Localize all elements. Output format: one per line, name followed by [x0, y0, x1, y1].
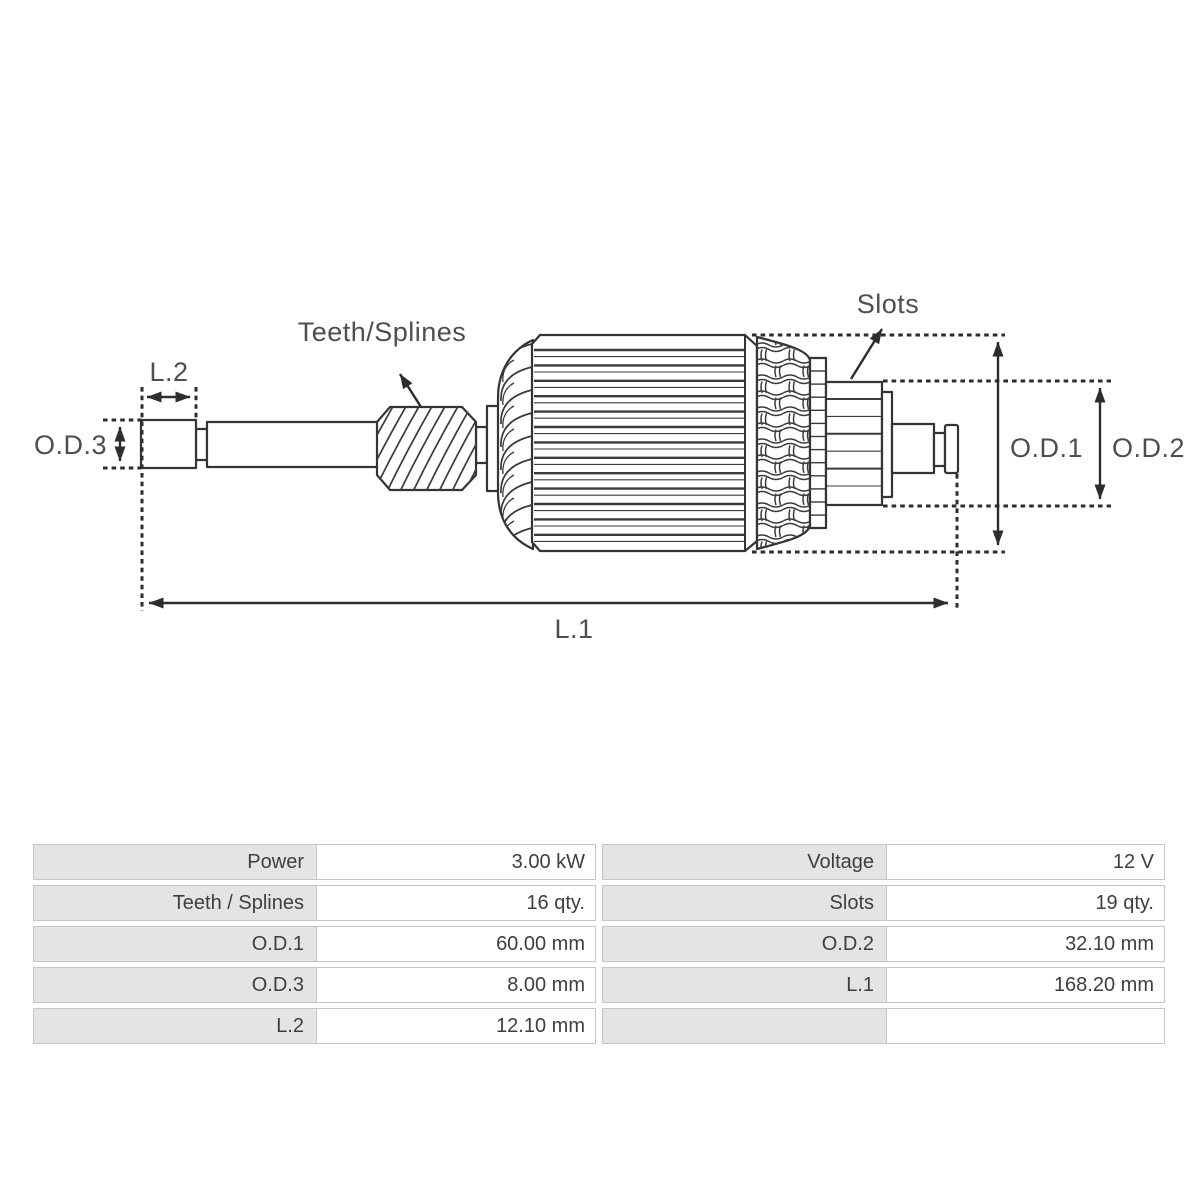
shaft-end-cap	[943, 423, 960, 475]
spec-value-od2: 32.10 mm	[886, 926, 1165, 962]
spec-value-slots: 19 qty.	[886, 885, 1165, 921]
spec-label-voltage: Voltage	[602, 844, 886, 880]
spec-label-od1: O.D.1	[33, 926, 316, 962]
spec-value-l2: 12.10 mm	[316, 1008, 596, 1044]
spec-label-od2: O.D.2	[602, 926, 886, 962]
spec-label-l2: L.2	[33, 1008, 316, 1044]
winding-texture-right	[757, 337, 810, 549]
shaft-step-right	[932, 431, 947, 468]
armature-structure	[139, 333, 960, 553]
spec-label-slots: Slots	[602, 885, 886, 921]
label-slots: Slots	[857, 289, 920, 319]
armature-technical-drawing: Teeth/Splines Slots L.2 O.D.3 O.D.1 O.D.…	[34, 289, 1185, 644]
shaft-right	[890, 422, 936, 475]
shaft-end-left	[139, 418, 198, 470]
callout-arrow-slots	[849, 328, 884, 380]
riser-segments	[811, 370, 825, 516]
shaft-left	[205, 420, 381, 469]
spec-label-power: Power	[33, 844, 316, 880]
label-teeth-splines: Teeth/Splines	[298, 317, 467, 347]
spec-row-l2-empty: L.2 12.10 mm	[33, 1008, 1167, 1044]
spec-label-teeth-splines: Teeth / Splines	[33, 885, 316, 921]
spec-label-empty	[602, 1008, 886, 1044]
spec-label-od3: O.D.3	[33, 967, 316, 1003]
core-laminations	[534, 348, 744, 542]
bearing-ring	[880, 390, 894, 499]
spec-row-power-voltage: Power 3.00 kW Voltage 12 V	[33, 844, 1167, 880]
spec-value-od3: 8.00 mm	[316, 967, 596, 1003]
spec-table: Power 3.00 kW Voltage 12 V Teeth / Splin…	[33, 844, 1167, 1044]
label-l2: L.2	[149, 357, 188, 387]
label-l1: L.1	[554, 614, 593, 644]
commutator	[824, 380, 884, 507]
commutator-segments	[827, 398, 881, 487]
spec-value-power: 3.00 kW	[316, 844, 596, 880]
label-od3: O.D.3	[34, 430, 107, 460]
gear-neck	[474, 425, 489, 465]
spec-row-od1-od2: O.D.1 60.00 mm O.D.2 32.10 mm	[33, 926, 1167, 962]
spec-value-empty	[886, 1008, 1165, 1044]
callout-arrow-teeth-splines	[398, 373, 423, 408]
spline-gear	[375, 405, 478, 492]
spec-value-voltage: 12 V	[886, 844, 1165, 880]
spec-value-teeth-splines: 16 qty.	[316, 885, 596, 921]
shaft-neck-left	[194, 427, 209, 462]
spec-value-od1: 60.00 mm	[316, 926, 596, 962]
label-od1: O.D.1	[1010, 433, 1083, 463]
spec-value-l1: 168.20 mm	[886, 967, 1165, 1003]
winding-texture-left	[500, 343, 533, 549]
spec-row-teeth-slots: Teeth / Splines 16 qty. Slots 19 qty.	[33, 885, 1167, 921]
label-od2: O.D.2	[1112, 433, 1185, 463]
spec-label-l1: L.1	[602, 967, 886, 1003]
dimension-annotations: Teeth/Splines Slots L.2 O.D.3 O.D.1 O.D.…	[34, 289, 1185, 644]
spec-row-od3-l1: O.D.3 8.00 mm L.1 168.20 mm	[33, 967, 1167, 1003]
